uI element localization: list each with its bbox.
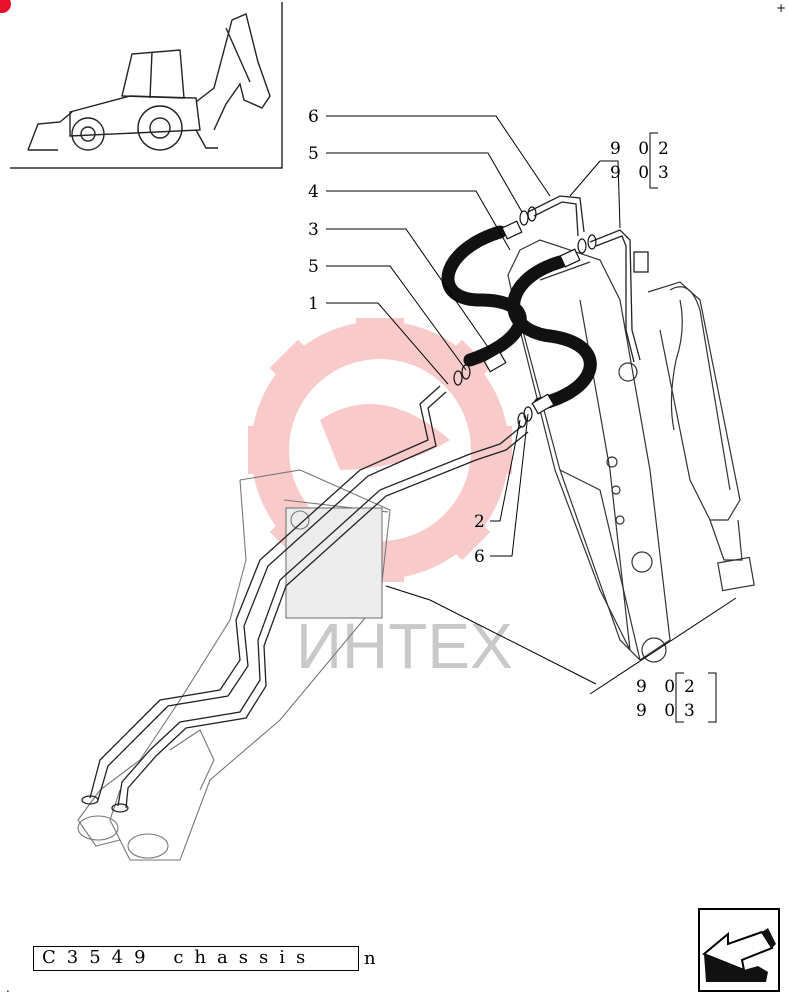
- catalog-section: chassis: [173, 947, 317, 968]
- callout-6: 6: [308, 107, 319, 127]
- ref-top-prefix-a: 9 0: [610, 139, 655, 159]
- ref-top-variant-b: 3: [658, 163, 669, 183]
- watermark-text: ИНТЕХ: [296, 610, 513, 682]
- callout-2: 2: [474, 512, 485, 532]
- callout-1: 1: [308, 294, 319, 314]
- ref-top-prefix-b: 9 0: [610, 163, 655, 183]
- catalog-suffix: n: [364, 948, 376, 969]
- ref-top-variant-a: 2: [658, 139, 669, 159]
- callout-6-lower: 6: [474, 547, 485, 567]
- bottom-mark: .: [6, 981, 10, 995]
- ref-bottom-variant-b: 3: [684, 701, 695, 721]
- callout-5-lower: 5: [308, 257, 319, 277]
- corner-mark: +: [776, 1, 787, 15]
- catalog-code-box: C3549 chassis: [33, 946, 359, 971]
- ref-bottom-prefix-a: 9 0: [636, 677, 681, 697]
- callout-5-upper: 5: [308, 144, 319, 164]
- boom-assembly: [507, 239, 671, 663]
- upper-pipes: [527, 195, 649, 363]
- catalog-code: C3549: [42, 947, 157, 968]
- corner-badge-icon: [0, 0, 11, 13]
- machine-thumbnail: [10, 2, 283, 169]
- ref-bottom-variant-a: 2: [684, 677, 695, 697]
- flexible-hoses: [441, 206, 597, 428]
- arrow-back-icon: [698, 908, 780, 992]
- ref-bottom-prefix-b: 9 0: [636, 701, 681, 721]
- hydraulic-cylinder: [647, 281, 755, 592]
- back-navigation-button[interactable]: [698, 908, 780, 992]
- leader-lines: [326, 115, 737, 723]
- rigid-pipes: [81, 385, 529, 813]
- callout-3: 3: [308, 220, 319, 240]
- dipper-arm: [77, 469, 391, 861]
- callout-4: 4: [308, 182, 319, 202]
